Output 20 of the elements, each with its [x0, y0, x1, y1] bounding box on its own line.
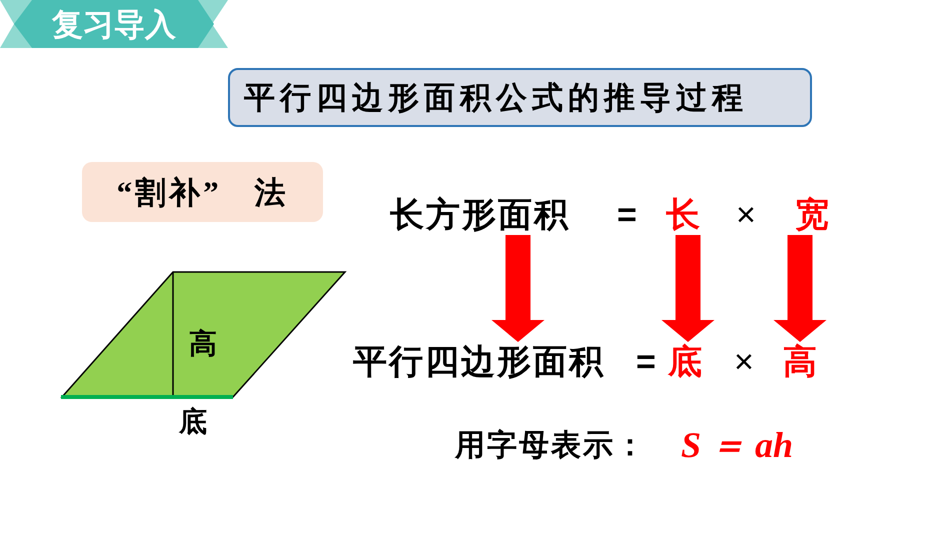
area-formula: S ＝ ah	[681, 427, 794, 463]
factor-term: 高	[783, 345, 817, 379]
down-arrow	[662, 235, 714, 342]
section-banner: 复习导入	[0, 0, 228, 48]
formula-caption: 用字母表示：	[455, 431, 647, 461]
factor-term: 底	[668, 345, 702, 379]
down-arrow	[492, 235, 544, 342]
height-label: 高	[189, 331, 217, 359]
down-arrow	[774, 235, 826, 342]
equals-sign: =	[636, 345, 656, 379]
equals-sign: =	[617, 198, 637, 232]
times-sign: ×	[736, 198, 756, 232]
factor-term: 长	[666, 198, 700, 232]
heading-box: 平行四边形面积公式的推导过程	[228, 68, 812, 127]
base-label: 底	[179, 409, 207, 437]
times-sign: ×	[734, 345, 754, 379]
formula-term: 平行四边形面积	[353, 345, 605, 379]
formula-term: 长方形面积	[390, 198, 570, 232]
factor-term: 宽	[795, 198, 829, 232]
method-box: “割补” 法	[82, 162, 323, 222]
